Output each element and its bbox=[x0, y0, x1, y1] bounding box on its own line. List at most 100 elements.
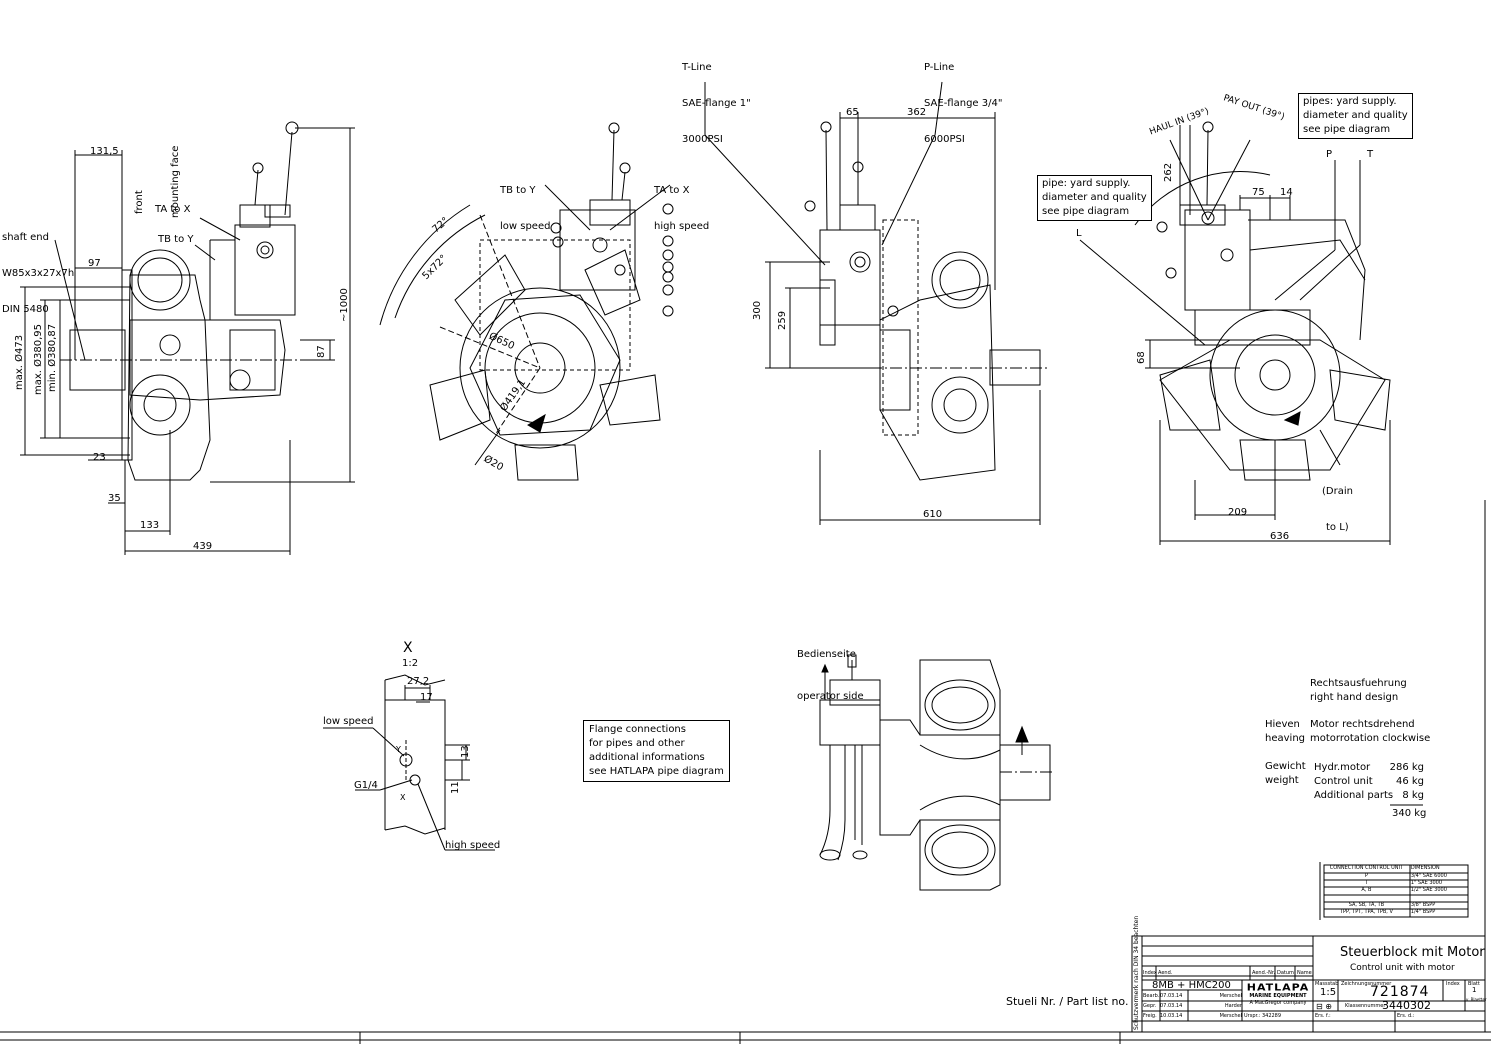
title-de: Steuerblock mit Motor bbox=[1340, 945, 1485, 960]
dim-259: 259 bbox=[777, 310, 788, 330]
title-en: Control unit with motor bbox=[1350, 963, 1455, 973]
design-de: Rechtsausfuehrung bbox=[1310, 678, 1407, 689]
rotation-de: Motor rechtsdrehend bbox=[1310, 719, 1415, 730]
port-l-label: L bbox=[1076, 228, 1082, 239]
col-datum: Datum bbox=[1277, 970, 1294, 976]
dim-439: 439 bbox=[193, 541, 213, 552]
rotation-en: motorrotation clockwise bbox=[1310, 733, 1431, 744]
drain-note: (Drain to L) bbox=[1322, 486, 1353, 533]
detail-x-scale: 1:2 bbox=[402, 658, 419, 669]
pipe-supply-box-left: pipe: yard supply. diameter and quality … bbox=[1037, 175, 1152, 221]
dim-300: 300 bbox=[752, 300, 763, 320]
sheet-label: Blatt bbox=[1468, 981, 1480, 987]
drawing-no-label: Zeichnungsnummer bbox=[1341, 981, 1392, 987]
project-name: 8MB + HMC200 bbox=[1152, 980, 1231, 991]
company-logo: HATLAPA MARINE EQUIPMENT A MacGregor com… bbox=[1246, 981, 1310, 1006]
revision-rows: Bearb. 07.03.14 Merschel Gepr. 07.03.14 … bbox=[1143, 991, 1243, 1021]
dim-131-5: 131,5 bbox=[90, 146, 119, 157]
table-row: Gepr. 07.03.14 Harder bbox=[1143, 1003, 1242, 1009]
table-row: A, B 1/2" SAE 3000 bbox=[1361, 887, 1447, 893]
t-line-note: T-Line SAE-flange 1" 3000PSI bbox=[682, 62, 751, 145]
tb-to-y-label-left: TB to Y bbox=[158, 234, 194, 245]
col-index: Index bbox=[1143, 970, 1157, 976]
flange-connections-box: Flange connections for pipes and other a… bbox=[583, 720, 730, 782]
dim-636: 636 bbox=[1270, 531, 1290, 542]
dim-13: 13 bbox=[460, 745, 471, 758]
dim-68: 68 bbox=[1136, 351, 1147, 364]
front-mounting-face-note: front mounting face bbox=[134, 145, 181, 218]
index-label: Index bbox=[1446, 981, 1460, 987]
front-view bbox=[379, 122, 674, 481]
table-row: T 1" SAE 3000 bbox=[1364, 880, 1443, 886]
detail-x-view bbox=[323, 674, 495, 851]
dim-max-473: max. Ø473 bbox=[14, 334, 25, 390]
side-view-right bbox=[704, 81, 1050, 525]
low-speed-label: low speed bbox=[323, 716, 374, 727]
dim-27-2: 27,2 bbox=[407, 676, 430, 687]
side-view-left bbox=[20, 121, 355, 555]
dim-max-380: max. Ø380,95 bbox=[33, 323, 44, 395]
dim-1000: ~1000 bbox=[339, 288, 350, 322]
hieven-label: Hieven bbox=[1265, 719, 1300, 730]
dim-75: 75 bbox=[1252, 187, 1265, 198]
rear-view bbox=[1079, 121, 1391, 545]
high-speed-label: high speed bbox=[445, 840, 501, 851]
table-row: Bearb. 07.03.14 Merschel bbox=[1143, 993, 1242, 999]
operator-side-view bbox=[819, 654, 1055, 891]
detail-x-title: X bbox=[403, 640, 413, 656]
dim-262: 262 bbox=[1163, 162, 1174, 182]
projection-symbol: ⊟ ⊕ bbox=[1316, 1002, 1332, 1011]
part-list-label: Stueli Nr. / Part list no. bbox=[1006, 995, 1129, 1008]
dim-min-380: min. Ø380,87 bbox=[47, 323, 58, 392]
col-aend: Aend. bbox=[1158, 970, 1173, 976]
operator-side-note: Bedienseite operator side bbox=[797, 649, 864, 702]
col-name: Name bbox=[1297, 970, 1312, 976]
col-aend-nr: Aend.-Nr. bbox=[1252, 970, 1276, 976]
table-row bbox=[1324, 895, 1468, 902]
p-line-note: P-Line SAE-flange 3/4" 6000PSI bbox=[924, 62, 1003, 145]
scale-value: 1:5 bbox=[1320, 987, 1337, 998]
table-row: Freig. 10.03.14 Merschel bbox=[1143, 1013, 1242, 1019]
ursp-label: Urspr.: 342289 bbox=[1244, 1013, 1282, 1019]
sheet-of-label: v. Blaetter bbox=[1466, 997, 1487, 1002]
dim-610: 610 bbox=[923, 509, 943, 520]
scale-label: Massstab bbox=[1315, 981, 1339, 987]
table-header: CONNECTION CONTROL UNIT DIMENSION bbox=[1329, 865, 1440, 871]
port-p-label: P bbox=[1326, 149, 1333, 160]
shaft-end-note: shaft end W85x3x27x7h DIN 5480 bbox=[2, 232, 75, 315]
dim-11: 11 bbox=[450, 781, 461, 794]
dim-362: 362 bbox=[907, 107, 927, 118]
table-row: P 3/4" SAE 6000 bbox=[1364, 873, 1447, 879]
weight-total: 340 kg bbox=[1392, 808, 1427, 819]
protection-note: Schutzvermerk nach DIN 34 beachten bbox=[1133, 915, 1140, 1030]
ta-to-x-note: TA to X high speed bbox=[654, 185, 710, 232]
design-en: right hand design bbox=[1310, 692, 1399, 703]
heaving-label: heaving bbox=[1265, 733, 1305, 744]
weight-label: weight bbox=[1265, 775, 1299, 786]
table-row: TPP, TPT, TPA, TPB, V 1/4" BSPP bbox=[1339, 909, 1436, 915]
connection-table-grid bbox=[1319, 862, 1469, 920]
connection-table: CONNECTION CONTROL UNIT DIMENSION P 3/4"… bbox=[1324, 865, 1468, 916]
dim-14: 14 bbox=[1280, 187, 1293, 198]
dim-23: 23 bbox=[93, 452, 106, 463]
sheet-value: 1 bbox=[1472, 986, 1477, 994]
dim-17: 17 bbox=[420, 692, 433, 703]
ers-d-label: Ers. d.: bbox=[1397, 1013, 1415, 1019]
dim-209: 209 bbox=[1228, 507, 1248, 518]
dim-97: 97 bbox=[88, 258, 101, 269]
ers-f-label: Ers. f.: bbox=[1315, 1013, 1331, 1019]
detail-y-port-label: Y bbox=[396, 745, 401, 754]
dim-35: 35 bbox=[108, 493, 121, 504]
detail-x-port-label: X bbox=[400, 793, 406, 802]
title-block-grid bbox=[1131, 935, 1486, 1033]
ta-to-x-label-left: TA to X bbox=[155, 204, 191, 215]
dim-133: 133 bbox=[140, 520, 160, 531]
pipe-supply-box-right: pipes: yard supply. diameter and quality… bbox=[1298, 93, 1413, 139]
port-t-label: T bbox=[1367, 149, 1374, 160]
gewicht-label: Gewicht bbox=[1265, 761, 1306, 772]
dim-65: 65 bbox=[846, 107, 859, 118]
